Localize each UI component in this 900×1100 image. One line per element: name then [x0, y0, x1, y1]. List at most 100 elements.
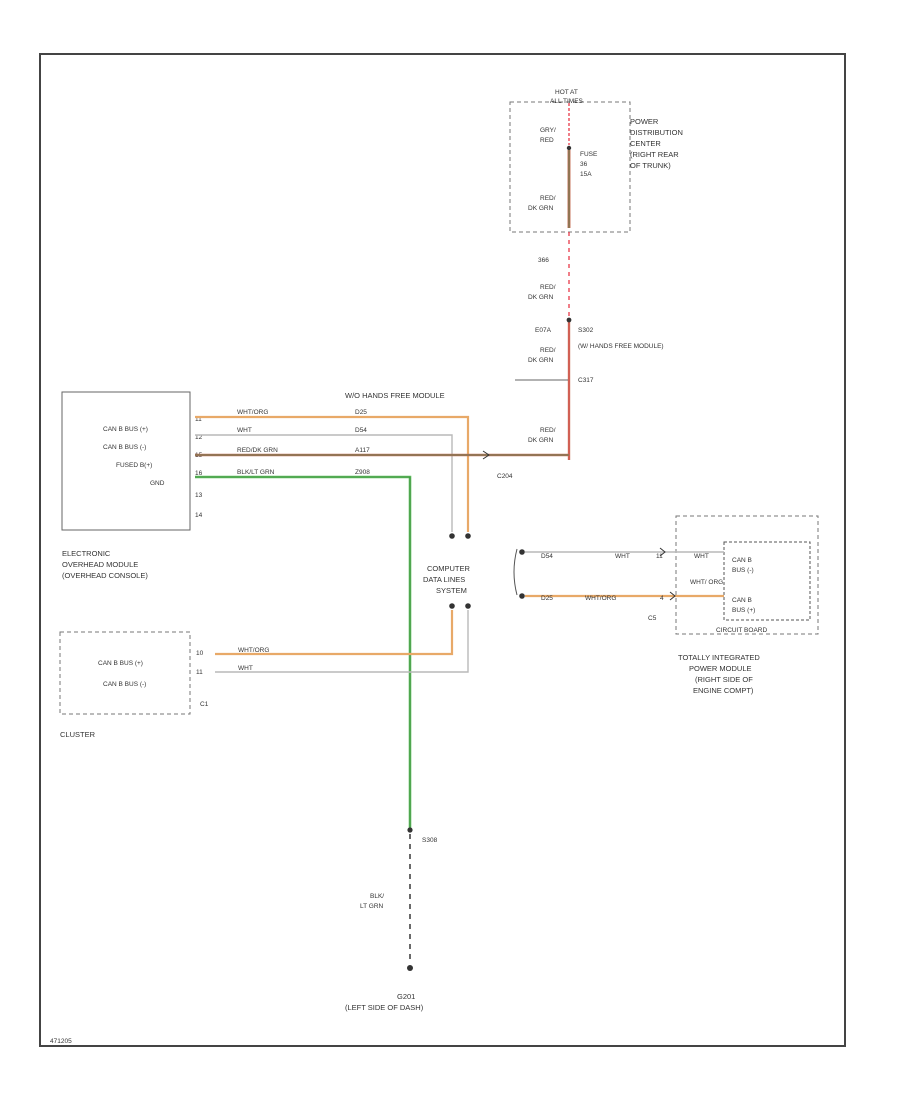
ground: S308 BLK/ LT GRN G201 (LEFT SIDE OF DASH…	[345, 827, 438, 1012]
splice-s302-dot	[566, 317, 572, 323]
evm-wire-4: BLK/LT GRN	[237, 469, 275, 476]
ground-location: (LEFT SIDE OF DASH)	[345, 1003, 424, 1012]
tipm-box	[675, 515, 819, 635]
splice-wire-1a: RED/	[540, 284, 556, 291]
tipm-row2-pin: 4	[660, 595, 664, 602]
evm-wire-3: RED/DK GRN	[237, 447, 278, 454]
pdc-bottom-wire-2: DK GRN	[528, 205, 554, 212]
c317-connector: C317	[578, 377, 594, 384]
wire-evm-d25	[195, 415, 470, 532]
pdc-name-line4: (RIGHT REAR	[630, 150, 679, 159]
cluster-pin-label-2: CAN B BUS (-)	[103, 681, 146, 688]
pdc-name-line3: CENTER	[630, 139, 661, 148]
diagram-frame	[39, 53, 846, 1047]
evm-name-line3: (OVERHEAD CONSOLE)	[62, 571, 148, 580]
ground-point-dot	[407, 965, 413, 971]
power-distribution-center: HOT AT ALL TIMES POWER DISTRIBUTION CENT…	[509, 89, 683, 233]
pdc-bottom-wire-1: RED/	[540, 195, 556, 202]
cdl-in-dot-right	[465, 533, 471, 539]
ground-wire-1: BLK/	[370, 893, 384, 900]
wire-cluster-d25	[215, 610, 454, 656]
tipm-row1-wire2: WHT	[694, 553, 709, 560]
splice-id: E07A	[535, 327, 552, 334]
splice-wire-1b: DK GRN	[528, 294, 554, 301]
evm-wire-2: WHT	[237, 427, 252, 434]
computer-data-lines: COMPUTER DATA LINES SYSTEM	[423, 533, 525, 609]
splice-wire-2b: DK GRN	[528, 357, 554, 364]
evm-name-line1: ELECTRONIC	[62, 549, 111, 558]
splice-wire-2a: RED/	[540, 347, 556, 354]
electronic-overhead-module: CAN B BUS (+) CAN B BUS (-) FUSED B(+) G…	[61, 391, 203, 580]
c204-label: C204	[497, 473, 513, 480]
tipm-board-label: CIRCUIT BOARD	[716, 627, 767, 634]
evm-pin-label-4: GND	[150, 480, 165, 487]
tipm-name-line3: (RIGHT SIDE OF	[695, 675, 753, 684]
cluster-wire-1: WHT/ORG	[238, 647, 269, 654]
evm-circuit-3: A117	[355, 447, 370, 454]
cluster: CAN B BUS (+) CAN B BUS (-) 10 11 C1 CLU…	[59, 610, 469, 739]
cdl-line1: COMPUTER	[427, 564, 471, 573]
evm-pin-label-1: CAN B BUS (+)	[103, 426, 148, 433]
tipm-row2-label1: CAN B	[732, 597, 752, 604]
evm-box	[61, 391, 191, 531]
tipm-row1-label2: BUS (-)	[732, 567, 754, 574]
pdc-top-wire-1: GRY/	[540, 127, 556, 134]
tipm-row2-wire: WHT/ORG	[585, 595, 616, 602]
tipm-name-line2: POWER MODULE	[689, 664, 752, 673]
cluster-connector: C1	[200, 701, 209, 708]
cluster-box	[59, 631, 191, 715]
cdl-side-dot-top	[519, 549, 525, 555]
evm-pin-label-2: CAN B BUS (-)	[103, 444, 146, 451]
tipm-row2-circuit: D25	[541, 595, 553, 602]
evm-wire-1: WHT/ORG	[237, 409, 268, 416]
ground-splice: S308	[422, 837, 438, 844]
tipm-row2-label2: BUS (+)	[732, 607, 755, 614]
ground-wire-2: LT GRN	[360, 903, 384, 910]
cdl-in-dot-left	[449, 533, 455, 539]
tipm-connector: C5	[648, 615, 657, 622]
cdl-out-dot-right	[465, 603, 471, 609]
wire-evm-d54	[195, 434, 453, 532]
fuse-label-2: 36	[580, 161, 588, 168]
tipm-connector-mark-2	[669, 591, 676, 601]
wire-evm-z908-core	[195, 476, 411, 828]
cdl-out-dot-left	[449, 603, 455, 609]
tipm-row1-circuit: D54	[541, 553, 553, 560]
wire-evm-z908	[195, 475, 412, 828]
splice-wire-3b: DK GRN	[528, 437, 554, 444]
tipm-row1-pin: 11	[656, 553, 663, 560]
tipm-name-line4: ENGINE COMPT)	[693, 686, 754, 695]
cdl-side-dot-bottom	[519, 593, 525, 599]
splice-name: S302	[578, 327, 594, 334]
evm-circuit-1: D25	[355, 409, 367, 416]
ground-name: G201	[397, 992, 415, 1001]
tipm-row1-wire: WHT	[615, 553, 630, 560]
evm-pin-num-2: 12	[195, 434, 203, 441]
evm-wires: WHT/ORG D25 WHT D54 RED/DK GRN A117 BLK/…	[195, 409, 569, 828]
wire-cluster-d54	[215, 610, 469, 673]
cluster-pin-1: 10	[196, 650, 204, 657]
cdl-line2: DATA LINES	[423, 575, 465, 584]
cluster-pin-label-1: CAN B BUS (+)	[98, 660, 143, 667]
splice-note: (W/ HANDS FREE MODULE)	[578, 343, 664, 350]
feed-wire: 366 RED/ DK GRN E07A S302 (W/ HANDS FREE…	[515, 103, 664, 460]
cdl-line3: SYSTEM	[436, 586, 467, 595]
evm-pin-num-4: 16	[195, 470, 203, 477]
tipm: CIRCUIT BOARD D54 WHT 11 WHT CAN B BUS (…	[525, 515, 819, 695]
evm-pin-num-5: 13	[195, 492, 203, 499]
pdc-box	[509, 101, 631, 233]
connector-366: 366	[538, 257, 549, 264]
pdc-hot-line2: ALL TIMES	[550, 98, 584, 105]
cluster-pin-2: 11	[196, 669, 203, 676]
evm-pin-label-3: FUSED B(+)	[116, 462, 152, 469]
evm-name-line2: OVERHEAD MODULE	[62, 560, 138, 569]
pdc-name-line1: POWER	[630, 117, 659, 126]
tipm-row2-wire2: WHT/ ORG	[690, 579, 723, 586]
pdc-hot-line1: HOT AT	[555, 89, 578, 96]
evm-circuit-4: Z908	[355, 469, 370, 476]
splice-s308-dot	[407, 827, 413, 833]
tipm-connector-mark-1	[659, 547, 666, 557]
pdc-top-wire-2: RED	[540, 137, 554, 144]
cdl-side-bracket	[513, 548, 518, 596]
